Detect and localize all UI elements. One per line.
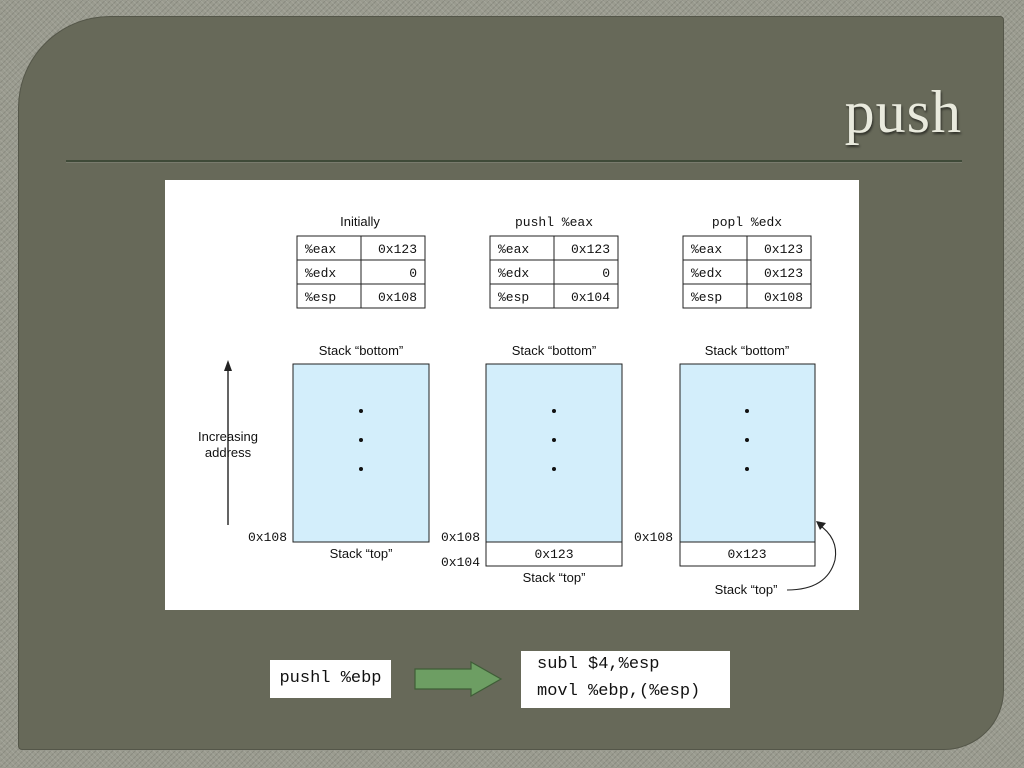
arrow-head-icon [816, 521, 826, 530]
register-table: %eax 0x123 %edx 0x123 %esp 0x108 [682, 235, 812, 309]
code-line: subl $4,%esp [537, 655, 660, 674]
register-value: 0x123 [378, 242, 417, 257]
register-value: 0x123 [764, 266, 803, 281]
panel-heading: Initially [340, 214, 380, 229]
arrow-head-icon [224, 360, 232, 371]
register-table: %eax 0x123 %edx 0 %esp 0x104 [489, 235, 619, 309]
stack-region [679, 363, 816, 543]
stack-cell [679, 541, 816, 567]
panel-heading: pushl %eax [515, 215, 593, 230]
stack-region [485, 363, 623, 543]
register-value: 0x104 [571, 290, 610, 305]
address-label: 0x108 [634, 530, 673, 545]
register-name: %edx [498, 266, 529, 281]
register-name: %eax [305, 242, 336, 257]
register-name: %edx [305, 266, 336, 281]
register-value: 0x123 [571, 242, 610, 257]
register-value: 0x108 [764, 290, 803, 305]
stack-bottom-label: Stack “bottom” [705, 343, 790, 358]
stack-cell-value: 0x123 [727, 547, 766, 562]
address-label: 0x108 [441, 530, 480, 545]
register-value: 0 [409, 266, 417, 281]
address-label: 0x104 [441, 555, 480, 570]
panel-popl: popl %edx %eax 0x123 %edx 0x123 %esp 0x1… [634, 215, 837, 597]
panel-pushl: pushl %eax %eax 0x123 %edx 0 %esp 0x104 … [441, 215, 623, 585]
stack-cell-value: 0x123 [534, 547, 573, 562]
panel-heading: popl %edx [712, 215, 782, 230]
axis-label-line2: address [205, 445, 252, 460]
ellipsis-dot [552, 438, 556, 442]
register-name: %esp [498, 290, 529, 305]
ellipsis-dot [359, 409, 363, 413]
register-name: %edx [691, 266, 722, 281]
stack-cell [485, 541, 623, 567]
stack-bottom-label: Stack “bottom” [319, 343, 404, 358]
stack-top-label: Stack “top” [715, 582, 778, 597]
axis-label-line1: Increasing [198, 429, 258, 444]
panel-initially: Initially %eax 0x123 %edx 0 %esp 0x108 S… [248, 214, 430, 561]
register-name: %esp [691, 290, 722, 305]
address-label: 0x108 [248, 530, 287, 545]
register-value: 0x108 [378, 290, 417, 305]
ellipsis-dot [359, 438, 363, 442]
ellipsis-dot [745, 438, 749, 442]
ellipsis-dot [359, 467, 363, 471]
ellipsis-dot [745, 409, 749, 413]
stack-diagram: Increasing address Initially %eax 0x123 … [165, 180, 859, 610]
stack-top-label: Stack “top” [523, 570, 586, 585]
register-name: %eax [498, 242, 529, 257]
register-value: 0 [602, 266, 610, 281]
equivalence-arrow-icon [414, 660, 503, 698]
register-name: %eax [691, 242, 722, 257]
stack-top-pointer-arrow [786, 523, 837, 591]
code-line: movl %ebp,(%esp) [537, 682, 701, 701]
slide-title: push [844, 79, 962, 145]
ellipsis-dot [745, 467, 749, 471]
ellipsis-dot [552, 467, 556, 471]
ellipsis-dot [552, 409, 556, 413]
register-value: 0x123 [764, 242, 803, 257]
register-table: %eax 0x123 %edx 0 %esp 0x108 [296, 235, 426, 309]
register-name: %esp [305, 290, 336, 305]
stack-region [292, 363, 430, 543]
equivalent-code-box: subl $4,%esp movl %ebp,(%esp) [521, 651, 730, 708]
title-divider [66, 160, 962, 162]
push-instruction-box: pushl %ebp [270, 660, 391, 698]
stack-top-label: Stack “top” [330, 546, 393, 561]
stack-bottom-label: Stack “bottom” [512, 343, 597, 358]
